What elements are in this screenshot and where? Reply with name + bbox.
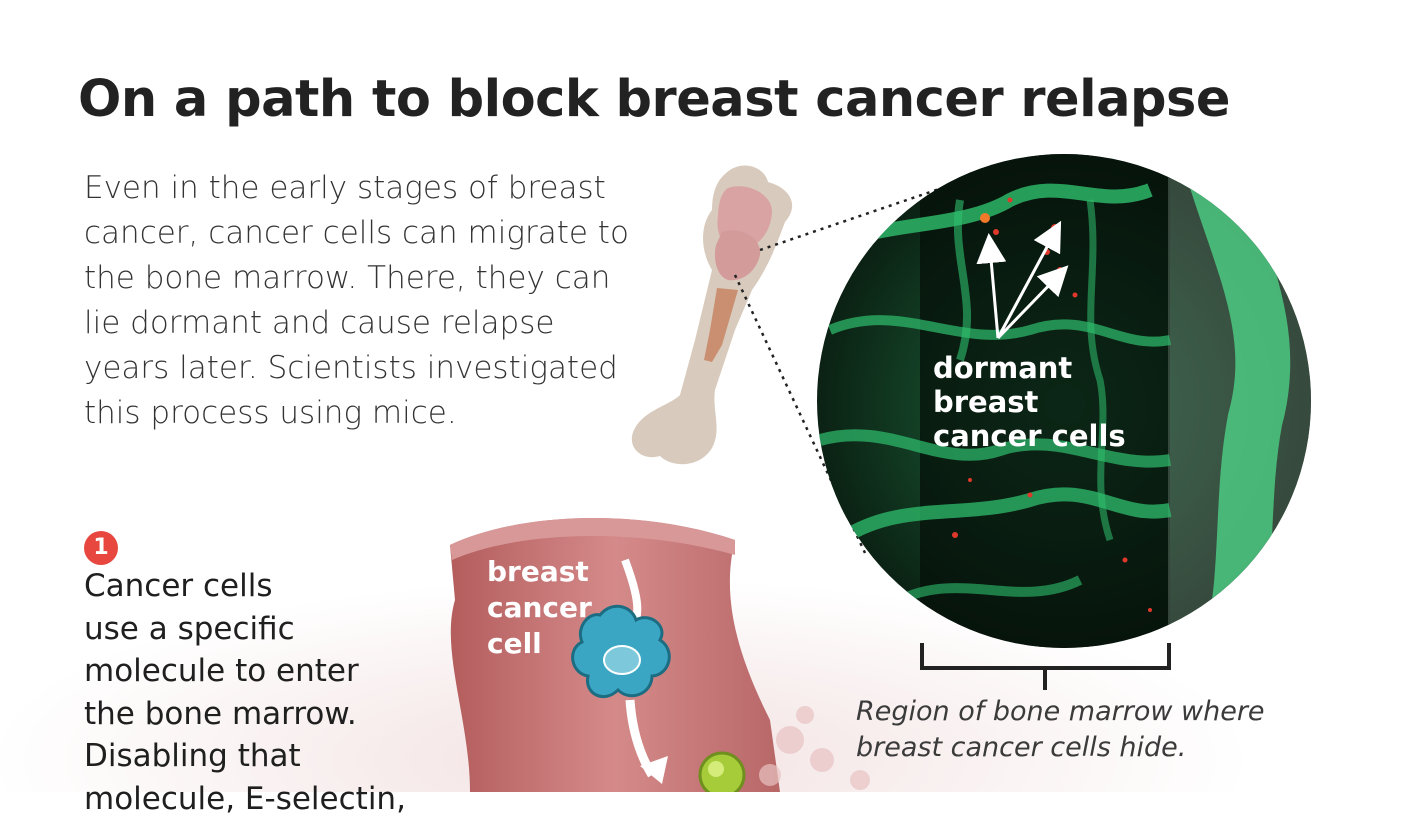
region-bracket (922, 643, 1169, 690)
region-caption: Region of bone marrow where breast cance… (856, 694, 1376, 766)
label-line: breast (487, 554, 592, 590)
label-line: cell (487, 626, 592, 662)
step-line: molecule, E-selectin, (84, 778, 444, 820)
label-line: cancer cells (933, 419, 1126, 453)
label-line: cancer (487, 590, 592, 626)
label-line: dormant (933, 351, 1126, 385)
cancer-cell-label: breast cancer cell (487, 554, 592, 662)
step-line: use a specific (84, 608, 444, 651)
dormant-cells-label: dormant breast cancer cells (933, 351, 1126, 453)
caption-line: breast cancer cells hide. (856, 730, 1376, 766)
step-line: molecule to enter (84, 650, 444, 693)
bone-illustration (632, 166, 792, 465)
step-number-badge: 1 (84, 531, 118, 565)
caption-line: Region of bone marrow where (856, 694, 1376, 730)
step-line: the bone marrow. (84, 693, 444, 736)
step-line: Disabling that (84, 735, 444, 778)
marrow-texture (759, 706, 870, 790)
label-line: breast (933, 385, 1126, 419)
step-line-text: Cancer cells (84, 568, 273, 604)
